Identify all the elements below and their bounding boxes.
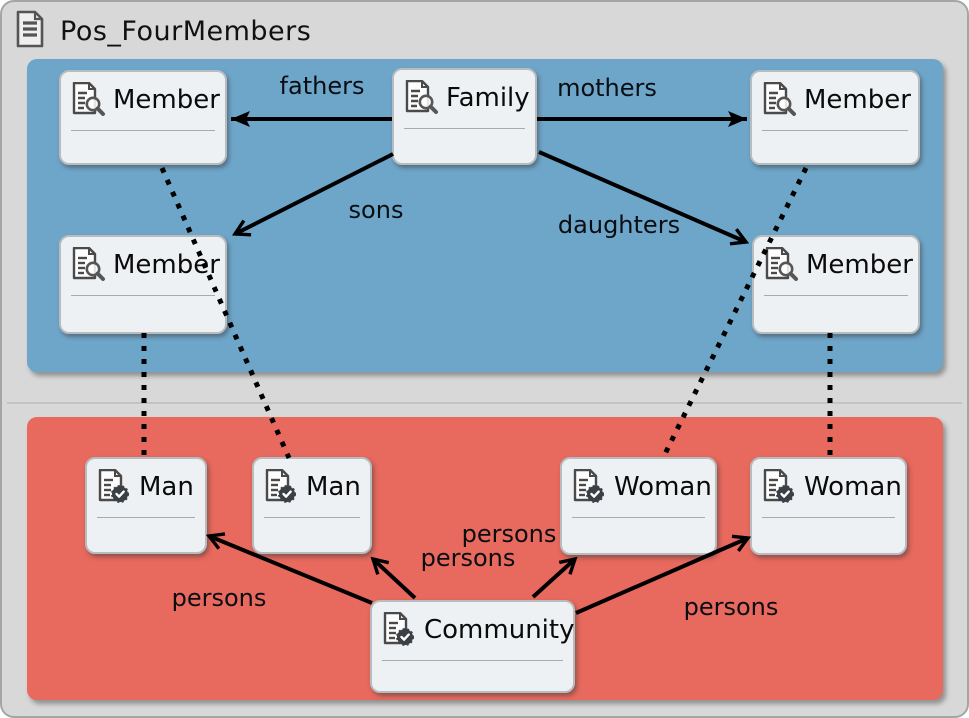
- edge-label-persons-man-2[interactable]: persons: [420, 544, 516, 572]
- trace-link-trace-tl-man2[interactable]: [159, 166, 292, 460]
- node-compartment-separator: [71, 295, 215, 296]
- edge-persons-man-2[interactable]: [370, 556, 417, 600]
- node-family[interactable]: Family: [392, 68, 537, 165]
- document-search-icon: [763, 247, 801, 283]
- node-compartment-separator: [764, 295, 908, 296]
- edge-label-persons-man-1[interactable]: persons: [171, 584, 267, 612]
- document-check-icon: [571, 469, 609, 505]
- edge-label-fathers[interactable]: fathers: [279, 72, 365, 100]
- node-member-top-left[interactable]: Member: [59, 70, 227, 165]
- node-man-1[interactable]: Man: [85, 457, 207, 554]
- document-search-icon: [761, 82, 799, 118]
- node-compartment-separator: [572, 517, 705, 518]
- document-search-icon: [403, 80, 441, 116]
- edge-label-sons[interactable]: sons: [348, 196, 404, 224]
- node-compartment-separator: [71, 130, 215, 131]
- edge-label-mothers[interactable]: mothers: [557, 74, 657, 102]
- node-woman-1[interactable]: Woman: [560, 457, 717, 555]
- diagram-title: Pos_FourMembers: [14, 10, 311, 52]
- node-label: Woman: [804, 472, 902, 502]
- edge-persons-woman-1[interactable]: [531, 556, 578, 599]
- document-icon: [14, 10, 46, 52]
- node-label: Member: [806, 250, 913, 280]
- node-community[interactable]: Community: [370, 600, 575, 693]
- node-member-mid-right[interactable]: Member: [752, 235, 920, 334]
- node-compartment-separator: [404, 128, 525, 129]
- edge-label-persons-woman-2[interactable]: persons: [683, 593, 779, 621]
- node-label: Family: [446, 83, 530, 113]
- node-member-mid-left[interactable]: Member: [59, 235, 227, 334]
- panel-divider: [7, 402, 962, 404]
- document-check-icon: [761, 469, 799, 505]
- node-label: Man: [139, 472, 194, 502]
- document-check-icon: [96, 469, 134, 505]
- node-label: Man: [306, 472, 361, 502]
- node-member-top-right[interactable]: Member: [750, 70, 920, 165]
- edge-label-persons-woman-1[interactable]: persons: [461, 520, 557, 548]
- page-title: Pos_FourMembers: [60, 15, 312, 47]
- document-check-icon: [381, 612, 419, 648]
- edge-label-daughters[interactable]: daughters: [557, 211, 681, 239]
- trace-link-trace-tr-woman1[interactable]: [660, 166, 809, 460]
- node-man-2[interactable]: Man: [252, 457, 372, 554]
- node-label: Woman: [614, 472, 712, 502]
- node-compartment-separator: [382, 660, 563, 661]
- node-label: Member: [113, 85, 220, 115]
- node-compartment-separator: [264, 517, 360, 518]
- document-check-icon: [263, 469, 301, 505]
- node-compartment-separator: [97, 517, 195, 518]
- node-compartment-separator: [762, 130, 908, 131]
- document-search-icon: [70, 82, 108, 118]
- edge-sons[interactable]: [231, 152, 394, 237]
- edge-persons-woman-2[interactable]: [575, 534, 752, 615]
- node-label: Community: [424, 615, 575, 645]
- edge-daughters[interactable]: [538, 150, 750, 246]
- edge-persons-man-1[interactable]: [205, 532, 373, 605]
- document-search-icon: [70, 247, 108, 283]
- node-label: Member: [804, 85, 911, 115]
- node-woman-2[interactable]: Woman: [750, 457, 907, 555]
- node-compartment-separator: [762, 517, 895, 518]
